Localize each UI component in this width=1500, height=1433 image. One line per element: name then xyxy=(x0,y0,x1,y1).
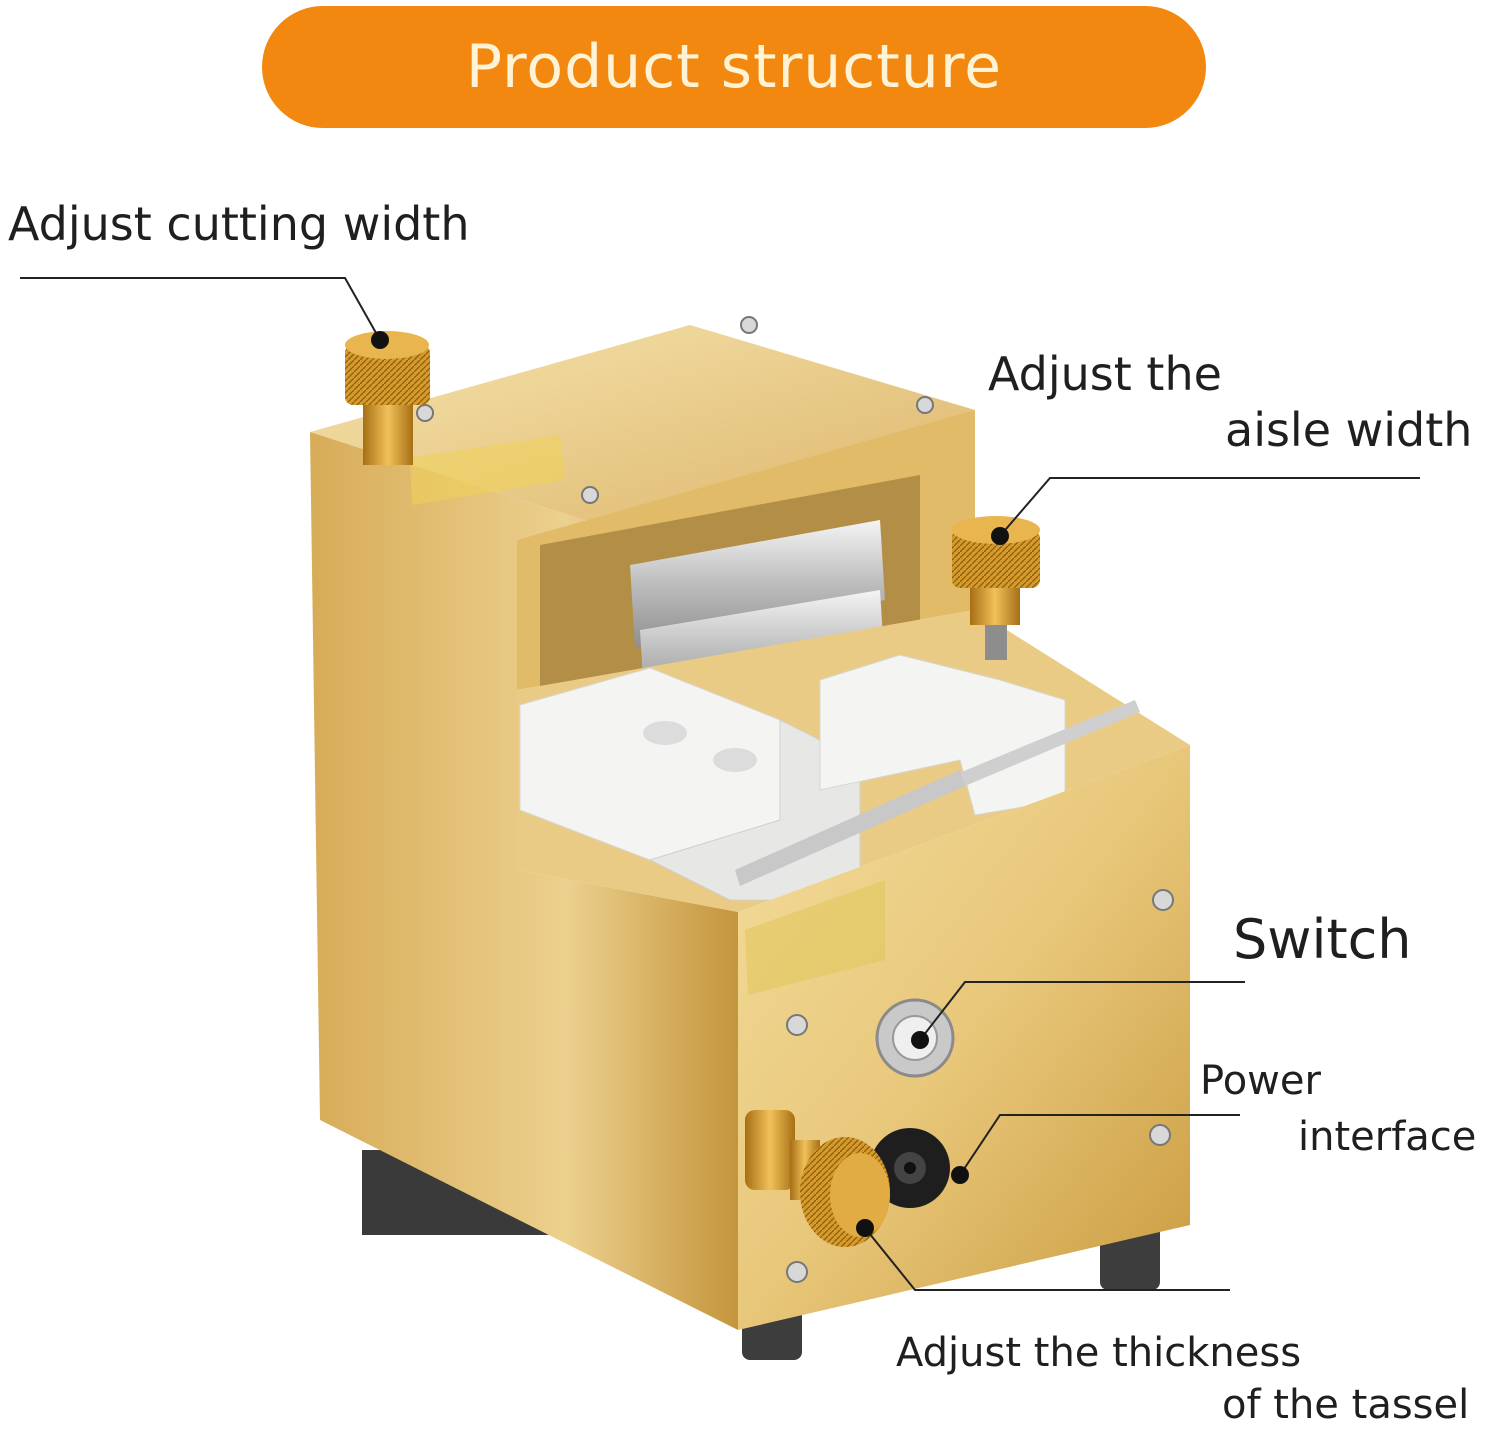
label-cutting-width: Adjust cutting width xyxy=(8,197,470,251)
left-side-panel xyxy=(310,432,738,1330)
label-aisle-width-line1: Adjust the xyxy=(988,347,1222,401)
leader-cutting-width xyxy=(20,277,381,341)
top-sticker xyxy=(410,435,565,505)
cutting-width-knob[interactable] xyxy=(345,331,430,465)
upper-roller xyxy=(630,520,885,648)
power-jack[interactable] xyxy=(870,1128,950,1208)
label-power-line1: Power xyxy=(1200,1058,1321,1104)
leader-aisle-width xyxy=(999,477,1420,537)
guide-rod-2 xyxy=(735,770,965,886)
leader-thickness xyxy=(864,1227,1230,1291)
leader-dots xyxy=(371,331,1009,1237)
title-banner: Product structure xyxy=(262,6,1206,128)
leader-power xyxy=(959,1114,1240,1176)
warning-sticker xyxy=(745,880,885,995)
label-thickness-line2: of the tassel xyxy=(1222,1382,1470,1428)
label-thickness-line1: Adjust the thickness xyxy=(896,1330,1302,1376)
block-hole-2 xyxy=(713,748,757,772)
label-switch: Switch xyxy=(1233,908,1412,971)
leader-switch xyxy=(919,981,1245,1041)
block-hole-1 xyxy=(643,721,687,745)
label-aisle-width-line2: aisle width xyxy=(1225,403,1473,457)
page-title: Product structure xyxy=(465,32,1003,102)
aisle-width-knob[interactable] xyxy=(952,516,1040,660)
label-power-line2: interface xyxy=(1298,1114,1477,1160)
screws xyxy=(416,316,1174,1283)
leader-lines xyxy=(20,277,1420,1291)
